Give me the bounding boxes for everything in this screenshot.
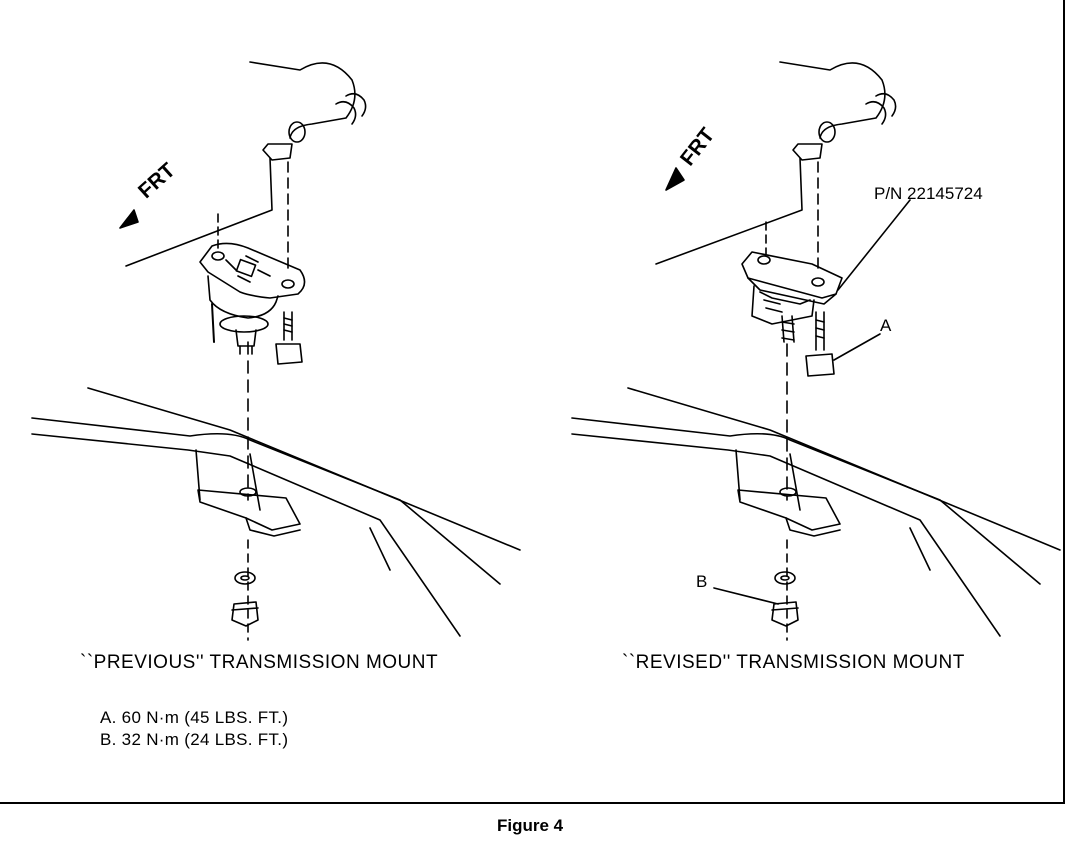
figure-caption: Figure 4 xyxy=(497,816,564,835)
callout-b-label: B xyxy=(696,572,708,591)
previous-mount-title: ``PREVIOUS'' TRANSMISSION MOUNT xyxy=(80,652,439,673)
callout-a-label: A xyxy=(880,316,892,335)
revised-mount-drawing xyxy=(571,61,1061,641)
revised-mount-title: ``REVISED'' TRANSMISSION MOUNT xyxy=(622,652,965,673)
part-number-callout: P/N 22145724 xyxy=(874,184,983,203)
torque-spec-a: A. 60 N·m (45 LBS. FT.) xyxy=(100,708,289,727)
torque-spec-b: B. 32 N·m (24 LBS. FT.) xyxy=(100,730,289,749)
previous-mount-drawing xyxy=(31,61,521,641)
figure-frame xyxy=(0,0,1065,804)
